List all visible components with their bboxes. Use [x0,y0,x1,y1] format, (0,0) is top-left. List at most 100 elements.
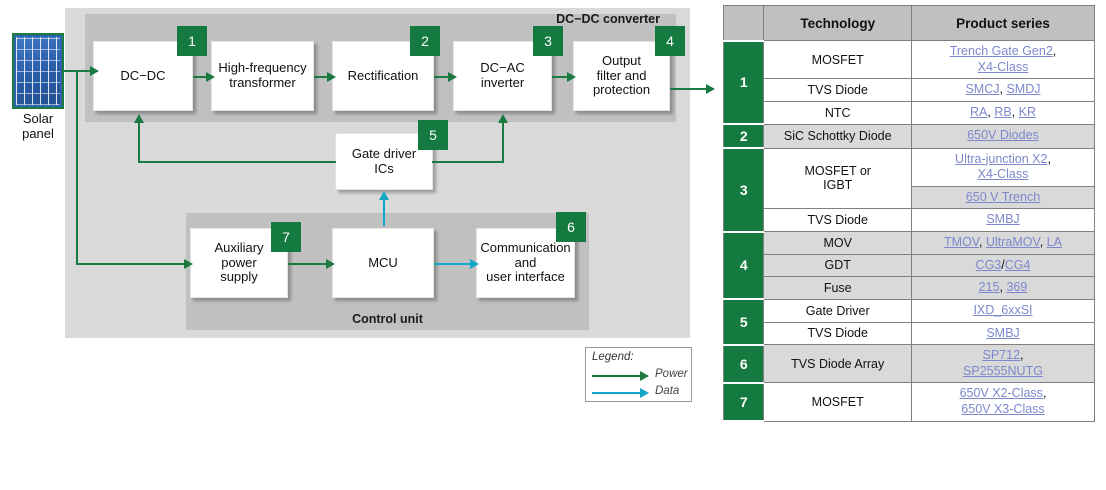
product-link-cg3[interactable]: CG3 [975,257,1002,272]
table-row: TVS Diode SMBJ [724,321,1096,346]
product-link-ultramov[interactable]: UltraMOV [985,235,1040,249]
product-link-smbj[interactable]: SMBJ [986,212,1020,227]
product-link-ultra-junction-x2[interactable]: Ultra-junction X2 [955,151,1048,166]
link-separator: , [979,235,983,249]
arrowhead-comm-in [470,259,479,269]
link-separator: / [1001,257,1005,272]
arrowhead-aux-in [184,259,193,269]
product-series-cell: SP712,SP2555NUTG [910,344,1096,384]
product-link-la[interactable]: LA [1046,235,1062,249]
link-separator: , [987,104,991,119]
link-separator: , [1039,235,1044,249]
legend-data-arrow-icon [640,388,649,398]
block-mcu-label: MCU [368,254,398,270]
product-link-650v-x2-class[interactable]: 650V X2-Class [959,386,1043,401]
product-series-cell: SMBJ [910,208,1096,232]
block-dc-dc[interactable]: DC−DC [93,41,193,111]
wire-gate-to-dcdc-v [138,123,140,162]
product-series-cell: 650V X2-Class,650V X3-Class [910,382,1096,422]
product-series-cell: SMCJ, SMDJ [910,78,1096,102]
wire-rect-to-dcac [434,76,453,78]
product-series-cell: RA, RB, KR [910,100,1096,125]
badge-3: 3 [533,26,563,56]
product-link-rb[interactable]: RB [994,104,1012,119]
product-series-cell: TMOV, UltraMOV, LA [910,231,1096,255]
legend: Legend: Power Data [585,347,692,402]
product-link-ixd-6xxsi[interactable]: IXD_6xxSI [973,302,1033,317]
row-index-6: 6 [722,343,765,384]
table-row: GDT CG3/CG4 [724,253,1096,278]
wire-dcdc-to-hft [193,76,210,78]
block-dc-dc-label: DC−DC [120,67,166,83]
technology-cell: SiC Schottky Diode [763,123,912,149]
arrowhead-rect-in [327,72,336,82]
product-link-smcj[interactable]: SMCJ [965,82,1000,97]
product-series-cell: Ultra-junction X2,X4-Class [910,147,1096,187]
arrowhead-hft-in [206,72,215,82]
product-link-smdj[interactable]: SMDJ [1006,82,1041,97]
wire-hft-to-rect [314,76,332,78]
product-series-cell: IXD_6xxSI [910,298,1096,323]
product-link-cg4[interactable]: CG4 [1004,257,1031,272]
product-link-650v-x3-class[interactable]: 650V X3-Class [961,402,1045,416]
product-series-cell: SMBJ [910,321,1096,346]
arrowhead-mcu-in [326,259,335,269]
arrowhead-dcdc-in [90,66,99,76]
product-link-x4-class[interactable]: X4-Class [977,167,1029,182]
product-link-x4-class[interactable]: X4-Class [977,59,1029,74]
table-head: Technology Product series [722,5,1096,41]
legend-power-label: Power [655,368,688,380]
dc-dc-converter-title: DC−DC converter [556,12,660,26]
product-link-369[interactable]: 369 [1006,280,1028,295]
block-mcu[interactable]: MCU [332,228,434,298]
product-link-kr[interactable]: KR [1018,104,1037,119]
product-link-trench-gate-gen2[interactable]: Trench Gate Gen2 [949,44,1053,58]
row-index-5: 5 [722,298,765,346]
row-index-1: 1 [722,39,765,125]
arrowhead-dcdc-gate-in [134,114,144,123]
badge-7: 7 [271,222,301,252]
technology-cell: TVS Diode [763,321,912,346]
row-index-4: 4 [722,230,765,301]
product-link-tmov[interactable]: TMOV [944,235,979,249]
arrowhead-gate-data-in [379,191,389,200]
wire-branch-to-aux [76,263,186,265]
product-link-sp712[interactable]: SP712 [982,348,1021,363]
product-series-cell: 650 V Trench [910,185,1096,210]
product-link-smbj[interactable]: SMBJ [986,325,1020,340]
arrowhead-dcac-gate-in [498,114,508,123]
technology-cell: TVS Diode [763,208,912,232]
product-series-cell: 650V Diodes [910,123,1096,149]
legend-power-line [592,375,640,377]
solar-panel-icon [12,33,64,109]
badge-1: 1 [177,26,207,56]
technology-cell: GDT [763,253,912,278]
link-separator: , [1011,104,1016,119]
product-link-650v-diodes[interactable]: 650V Diodes [967,128,1039,143]
block-rectification-label: Rectification [347,67,419,83]
technology-cell: Fuse [763,276,912,300]
row-index-3: 3 [722,147,765,233]
wire-aux-to-mcu [288,263,330,265]
product-link-sp2555nutg[interactable]: SP2555NUTG [963,363,1043,378]
product-link-ra[interactable]: RA [969,104,988,119]
legend-power-arrow-icon [640,371,649,381]
header-product-series: Product series [910,5,1096,41]
badge-4: 4 [655,26,685,56]
product-link-650-v-trench[interactable]: 650 V Trench [965,189,1041,204]
badge-6: 6 [556,212,586,242]
product-link-215[interactable]: 215 [978,280,1000,295]
table-row: TVS Diode SMBJ [724,208,1096,232]
